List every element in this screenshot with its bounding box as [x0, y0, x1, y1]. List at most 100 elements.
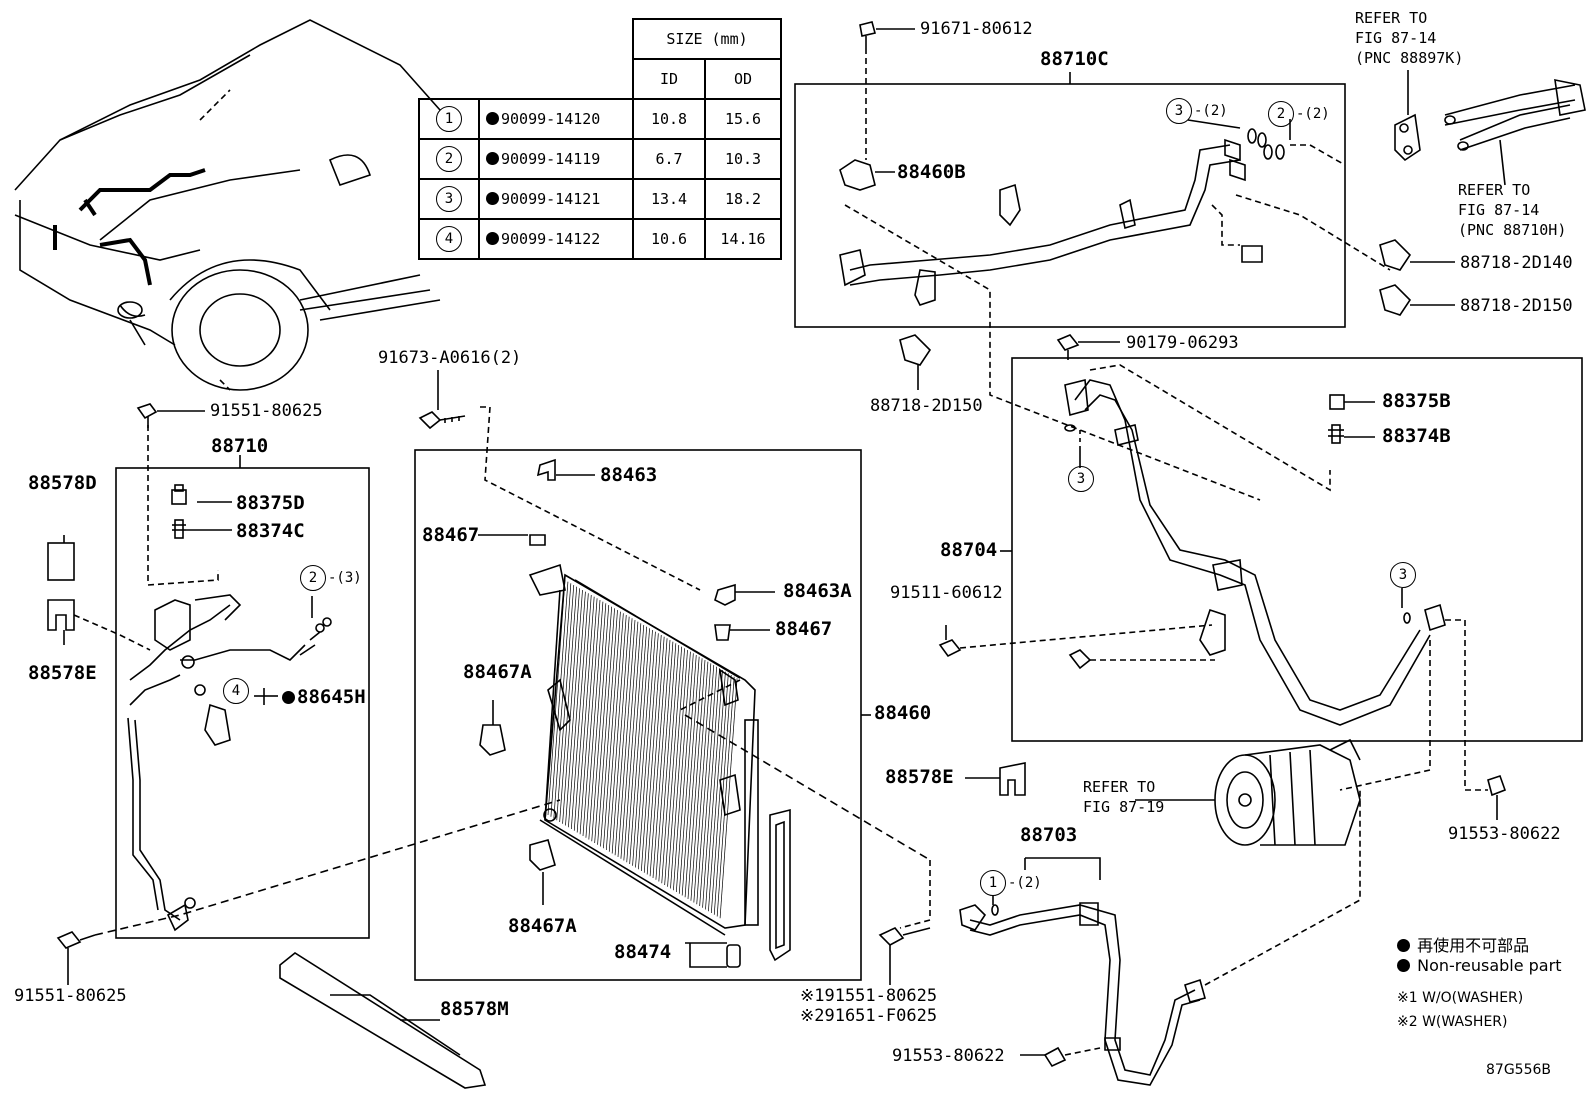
label-88704: 88704	[940, 539, 998, 561]
compressor	[1214, 738, 1361, 846]
pad-88578D	[47, 542, 75, 581]
label-2-qty-3: -(3)	[328, 570, 362, 586]
non-reusable-dot-icon	[486, 112, 499, 125]
non-reusable-dot-icon	[1397, 959, 1410, 972]
callout-circle-2b: 2	[300, 565, 326, 591]
legend-en: Non-reusable part	[1397, 956, 1561, 975]
condenser-fins	[547, 579, 738, 919]
label-88460B: 88460B	[897, 161, 966, 183]
pipe-88710C	[839, 128, 1285, 306]
legend-jp-text: 再使用不可部品	[1417, 936, 1530, 955]
label-1-qty: -(2)	[1008, 875, 1042, 891]
label-88375B: 88375B	[1382, 390, 1451, 412]
core-88374C	[172, 519, 186, 539]
label-91551-80625-topleft: 91551-80625	[210, 401, 323, 421]
cap-88375D	[171, 484, 187, 505]
box-88710	[115, 467, 370, 939]
label-91553-80622-bottom: 91553-80622	[892, 1046, 1005, 1066]
col-od-header: OD	[704, 58, 782, 100]
pipe-88710H	[1444, 78, 1586, 151]
part-number: 90099-14119	[501, 150, 601, 168]
label-91511-60612: 91511-60612	[890, 583, 1003, 603]
bolt-91551-80625-c	[878, 927, 905, 985]
bolt-91551-80625-bl	[56, 931, 96, 985]
bracket-88463	[536, 458, 556, 481]
pad-88578E-left	[47, 599, 75, 631]
label-88460: 88460	[874, 702, 932, 724]
bolt-91511-60612	[938, 625, 962, 658]
label-91651-F0625-note2: ※291651-F0625	[800, 1006, 938, 1026]
callout-circle-3b: 3	[1068, 466, 1094, 492]
label-2-qty: -(2)	[1296, 106, 1330, 122]
legend-en-text: Non-reusable part	[1417, 956, 1562, 975]
callout-circle-2: 2	[1268, 101, 1294, 127]
non-reusable-dot-icon	[486, 192, 499, 205]
label-91551-80625-bottomleft: 91551-80625	[14, 986, 127, 1006]
label-88645H: 88645H	[282, 688, 366, 707]
part-number: 90099-14122	[501, 230, 601, 248]
row-number-badge: 2	[436, 146, 462, 172]
pipe-88704	[1064, 378, 1446, 726]
label-88718-2D150-right: 88718-2D150	[1460, 296, 1573, 316]
ref-fig-87-19: REFER TO FIG 87-19	[1083, 778, 1165, 816]
col-id-header: ID	[632, 58, 706, 100]
clip-88710C-a	[999, 183, 1021, 227]
label-88467A-1: 88467A	[463, 661, 532, 683]
label-88578M: 88578M	[440, 998, 509, 1020]
strip-88578M	[279, 952, 487, 1089]
bolt-90179-06293	[1056, 334, 1120, 360]
non-reusable-dot-icon	[1397, 939, 1410, 952]
od-value: 10.3	[704, 138, 782, 180]
bolt-91671-80612	[859, 21, 915, 48]
clamp-88718-2D150-c	[899, 334, 932, 366]
non-reusable-dot-icon	[486, 152, 499, 165]
part-number: 90099-14120	[501, 110, 601, 128]
label-88578E-left: 88578E	[28, 662, 97, 684]
figure-id: 87G556B	[1486, 1062, 1551, 1078]
bolt-88704-mid	[1068, 649, 1092, 670]
label-88374B: 88374B	[1382, 425, 1451, 447]
label-88710C: 88710C	[1040, 48, 1109, 70]
table-row: 3 90099-14121 13.4 18.2	[418, 178, 782, 220]
clip-88710C-b	[1241, 245, 1263, 263]
label-88467A-2: 88467A	[508, 915, 577, 937]
legend-note2: ※2 W(WASHER)	[1397, 1014, 1508, 1030]
drier-88474	[726, 944, 741, 968]
label-88474: 88474	[614, 941, 672, 963]
od-value: 14.16	[704, 218, 782, 260]
cushion-88467A-1	[479, 724, 506, 756]
label-88710: 88710	[211, 435, 269, 457]
id-value: 10.6	[632, 218, 706, 260]
oring-size-table: SIZE (mm) ID OD 1 90099-14120 10.8 15.6 …	[418, 18, 782, 260]
label-91673-A0616: 91673-A0616(2)	[378, 348, 522, 368]
hose-88703	[959, 902, 1206, 1086]
bolt-91553-80622-b	[1043, 1046, 1067, 1068]
label-88645H-text: 88645H	[297, 686, 366, 708]
label-90179-06293: 90179-06293	[1126, 333, 1239, 353]
table-row: 1 90099-14120 10.8 15.6	[418, 98, 782, 140]
label-88463: 88463	[600, 464, 658, 486]
part-number: 90099-14121	[501, 190, 601, 208]
callout-circle-3: 3	[1166, 98, 1192, 124]
cushion-88467a	[529, 534, 546, 546]
label-91551-80625-note1: ※191551-80625	[800, 986, 938, 1006]
callout-circle-4: 4	[223, 678, 249, 704]
gasket-88897K	[1394, 113, 1421, 162]
callout-circle-1: 1	[980, 870, 1006, 896]
non-reusable-dot-icon	[486, 232, 499, 245]
bolt-91551-80625-tl	[136, 403, 205, 428]
clamp-88718-2D140	[1379, 239, 1412, 271]
bracket-88460B	[839, 159, 876, 191]
box-88704	[1011, 357, 1583, 742]
pipe-88710	[127, 594, 332, 932]
box-88460	[414, 449, 862, 981]
label-88703: 88703	[1020, 824, 1078, 846]
callout-circle-3c: 3	[1390, 562, 1416, 588]
od-value: 18.2	[704, 178, 782, 220]
label-88578D: 88578D	[28, 472, 97, 494]
cushion-88467b	[714, 624, 731, 641]
label-88374C: 88374C	[236, 520, 305, 542]
id-value: 6.7	[632, 138, 706, 180]
label-91553-80622-right: 91553-80622	[1448, 824, 1561, 844]
